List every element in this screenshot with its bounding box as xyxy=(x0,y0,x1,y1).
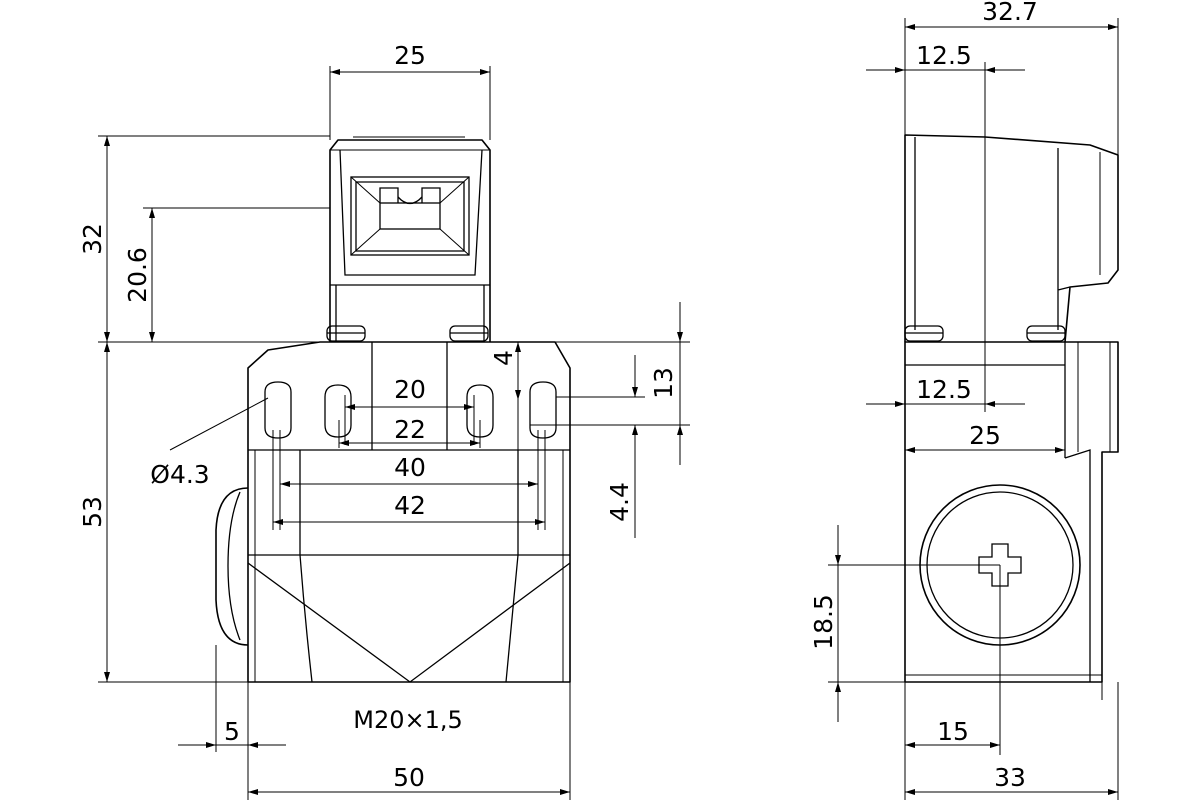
dim-actuator-height-partial: 20.6 xyxy=(123,247,152,303)
switch-body xyxy=(247,341,571,683)
dim-hole-diameter: Ø4.3 xyxy=(150,460,209,489)
front-view: 25 32 20.6 53 20 22 40 42 4 13 4.4 Ø4.3 … xyxy=(78,41,690,800)
dim-body-width: 50 xyxy=(393,763,425,792)
thread-label: M20×1,5 xyxy=(353,706,463,734)
dim-slot-offset-top: 13 xyxy=(649,367,678,399)
dim-axis-offset-top: 12.5 xyxy=(916,41,972,70)
dimension-lines-front xyxy=(98,66,690,800)
mounting-slot-2 xyxy=(324,384,352,438)
dim-base-width: 33 xyxy=(994,763,1026,792)
actuator-head xyxy=(329,136,491,342)
side-screw-right xyxy=(1026,325,1066,342)
dim-actuator-width: 25 xyxy=(394,41,426,70)
dim-body-height: 53 xyxy=(78,496,107,528)
mounting-slot-4 xyxy=(529,381,557,439)
dim-slot-offset-side: 4.4 xyxy=(605,482,634,522)
dim-axis-offset-mid: 12.5 xyxy=(916,375,972,404)
dim-side-body-width: 25 xyxy=(969,421,1001,450)
side-screw-left xyxy=(904,325,944,342)
dim-gland-offset: 5 xyxy=(224,717,240,746)
dim-button-height: 18.5 xyxy=(809,594,838,650)
screw-head-right xyxy=(449,325,489,342)
dimension-lines-side xyxy=(828,18,1119,800)
dim-button-offset: 15 xyxy=(937,717,969,746)
dim-overall-width: 32.7 xyxy=(982,0,1038,26)
dim-slot-depth: 4 xyxy=(489,350,518,366)
cable-gland xyxy=(215,487,249,646)
dim-actuator-height-total: 32 xyxy=(78,223,107,255)
dim-slot-pitch-inner: 20 xyxy=(394,375,426,404)
dim-slot-pitch-outer2: 42 xyxy=(394,491,426,520)
mounting-slot-3 xyxy=(466,384,494,438)
side-view: 32.7 12.5 12.5 25 18.5 15 33 xyxy=(809,0,1119,800)
mounting-slot-1 xyxy=(264,381,292,439)
side-head xyxy=(904,134,1119,343)
dim-slot-pitch-outer: 40 xyxy=(394,453,426,482)
screw-head-left xyxy=(326,325,366,342)
dim-slot-pitch-inner2: 22 xyxy=(394,415,426,444)
